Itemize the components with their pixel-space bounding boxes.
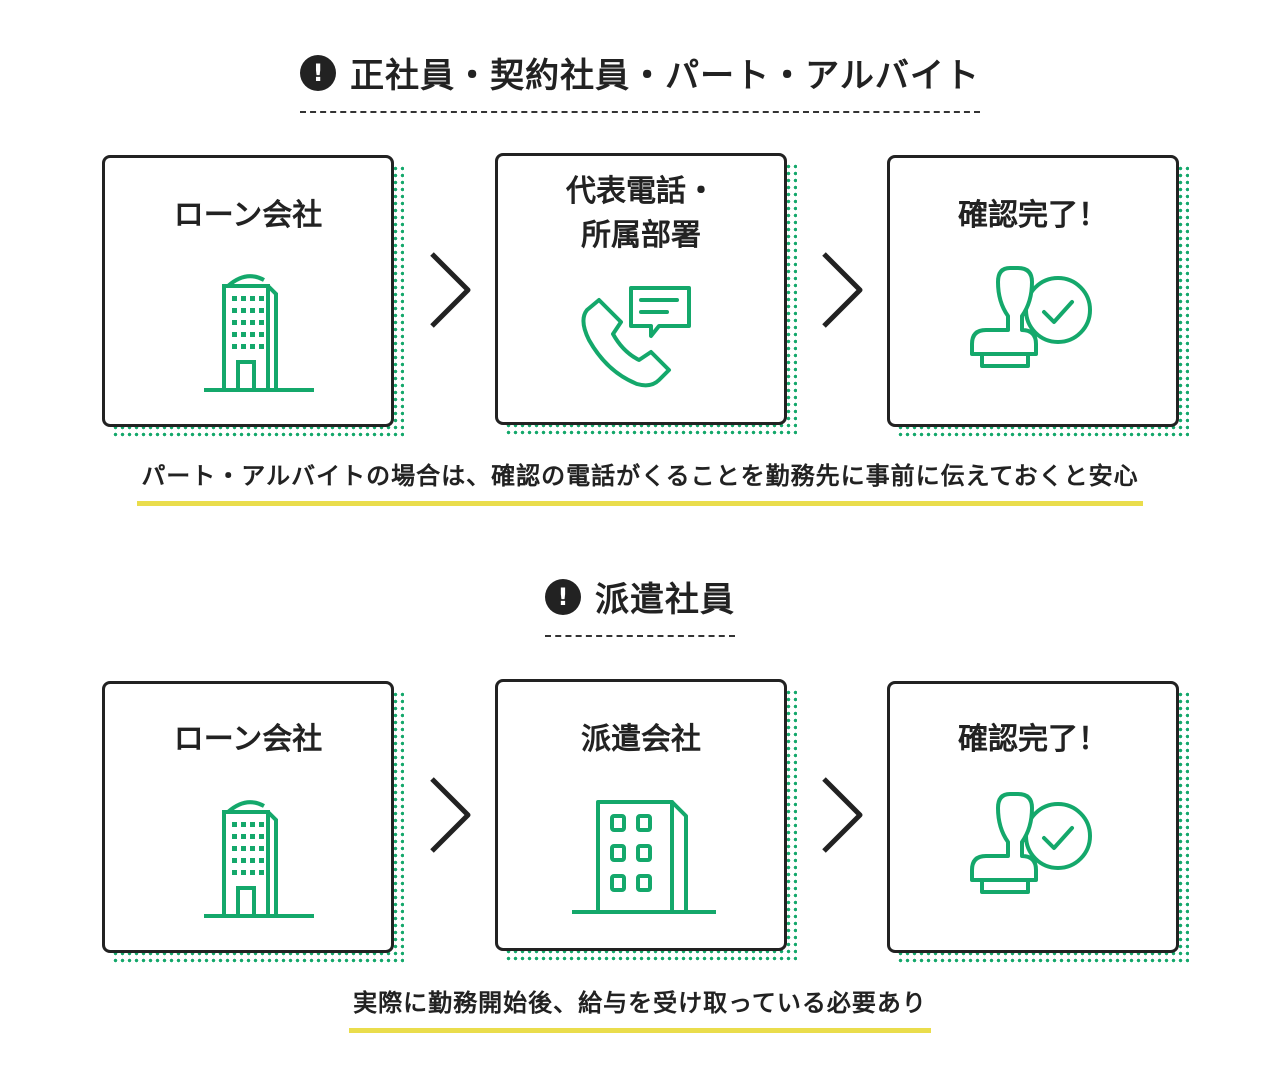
- step-label-line2: 所属部署: [581, 218, 701, 253]
- office-building-icon: [204, 800, 314, 918]
- phone-chat-icon: [581, 286, 691, 388]
- exclamation-icon: !: [300, 54, 337, 91]
- step-card-dispatch-company: 派遣会社: [495, 679, 797, 961]
- step-label: 派遣会社: [581, 722, 701, 757]
- note-text: 実際に勤務開始後、給与を受け取っている必要あり: [349, 983, 931, 1033]
- step-card: 派遣会社: [495, 679, 787, 951]
- section-heading: ! 正社員・契約社員・パート・アルバイト: [300, 48, 980, 113]
- step-label: ローン会社: [173, 198, 323, 233]
- step-card-loan-company: ローン会社: [102, 681, 404, 963]
- stamp-check-icon: [970, 266, 1092, 368]
- step-label: ローン会社: [173, 722, 323, 757]
- dispatch-building-icon: [572, 800, 716, 914]
- chevron-right-icon: [430, 252, 471, 328]
- note-text: パート・アルバイトの場合は、確認の電話がくることを勤務先に事前に伝えておくと安心: [137, 456, 1143, 506]
- step-card: 代表電話・ 所属部署: [495, 153, 787, 425]
- step-card-loan-company: ローン会社: [102, 155, 404, 437]
- step-card: ローン会社: [102, 681, 394, 953]
- step-card: ローン会社: [102, 155, 394, 427]
- exclamation-icon: !: [545, 578, 581, 615]
- step-label: 確認完了！: [958, 722, 1108, 757]
- step-label: 確認完了！: [958, 198, 1108, 233]
- section-title-regular: ! 正社員・契約社員・パート・アルバイト: [0, 48, 1280, 113]
- section-title-text: 正社員・契約社員・パート・アルバイト: [350, 56, 980, 96]
- section-title-dispatch: ! 派遣社員: [0, 572, 1280, 637]
- chevron-right-icon: [822, 252, 863, 328]
- note-regular: パート・アルバイトの場合は、確認の電話がくることを勤務先に事前に伝えておくと安心: [0, 456, 1280, 506]
- step-card-phone: 代表電話・ 所属部署: [495, 153, 797, 435]
- chevron-right-icon: [822, 777, 863, 853]
- section-title-text: 派遣社員: [595, 580, 735, 620]
- stamp-check-icon: [970, 792, 1092, 894]
- note-dispatch: 実際に勤務開始後、給与を受け取っている必要あり: [0, 983, 1280, 1033]
- step-card-confirmed: 確認完了！: [887, 155, 1189, 437]
- step-label-line1: 代表電話・: [566, 174, 716, 209]
- section-heading: ! 派遣社員: [545, 572, 735, 637]
- chevron-right-icon: [430, 777, 471, 853]
- step-card: 確認完了！: [887, 681, 1179, 953]
- step-card-confirmed: 確認完了！: [887, 681, 1189, 963]
- office-building-icon: [204, 274, 314, 392]
- step-card: 確認完了！: [887, 155, 1179, 427]
